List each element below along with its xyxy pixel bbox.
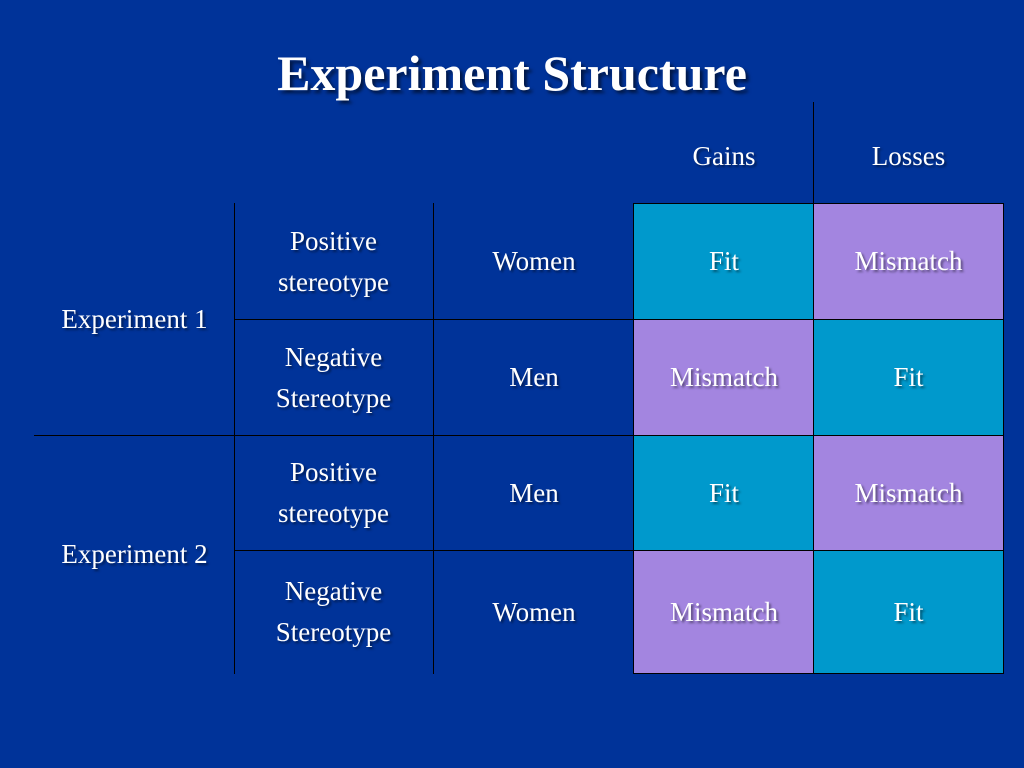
losses-mismatch-cell: Mismatch <box>814 436 1003 550</box>
gains-fit-cell: Fit <box>634 436 814 550</box>
grid-line <box>34 435 1004 436</box>
experiment-2-label: Experiment 2 <box>61 539 208 569</box>
gains-mismatch-cell: Mismatch <box>634 551 814 673</box>
group-cell: Men <box>509 362 559 392</box>
stereotype-cell: Positive stereotype <box>278 457 389 528</box>
experiment-1-label: Experiment 1 <box>61 304 208 334</box>
grid-line <box>433 203 434 674</box>
column-header-gains: Gains <box>692 141 756 171</box>
group-cell: Women <box>492 246 576 276</box>
column-header-losses: Losses <box>871 141 946 171</box>
stereotype-cell: Negative Stereotype <box>275 341 392 413</box>
grid-line <box>634 673 1004 674</box>
header-divider-line <box>813 102 814 204</box>
gains-mismatch-cell: Mismatch <box>634 320 814 435</box>
grid-line <box>1003 203 1004 674</box>
grid-line <box>234 550 1004 551</box>
losses-mismatch-cell: Mismatch <box>814 204 1003 319</box>
slide-title: Experiment Structure <box>277 45 747 101</box>
group-cell: Men <box>509 477 559 508</box>
stereotype-cell: Positive stereotype <box>278 225 389 297</box>
grid-line <box>234 319 1004 320</box>
losses-fit-cell: Fit <box>814 551 1003 673</box>
stereotype-cell: Negative Stereotype <box>275 576 392 647</box>
gains-fit-cell: Fit <box>634 204 814 319</box>
grid-line <box>634 203 1004 204</box>
losses-fit-cell: Fit <box>814 320 1003 435</box>
grid-line <box>633 203 634 674</box>
group-cell: Women <box>492 596 576 627</box>
grid-line <box>813 203 814 674</box>
grid-line <box>234 203 235 674</box>
